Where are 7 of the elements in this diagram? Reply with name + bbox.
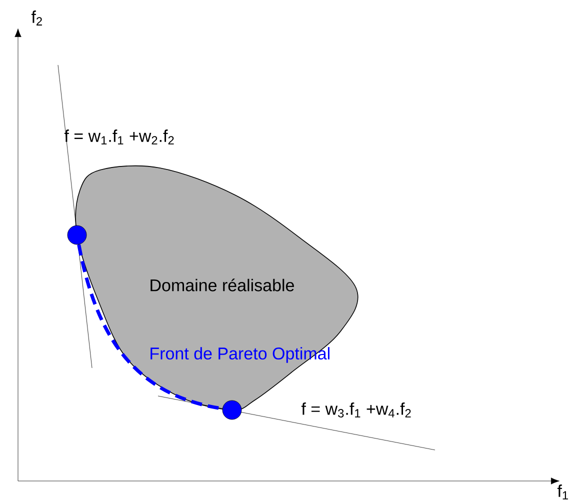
point-marker xyxy=(67,225,87,245)
axis-label: f$_{1}$ xyxy=(557,484,568,500)
point-marker xyxy=(222,400,242,420)
region-label: Domaine réalisable xyxy=(150,278,294,292)
axis-label: f$_{2}$ xyxy=(31,10,42,26)
equation-label: f = w$_{3}$.f$_{1}$ +w$_{4}$.f$_{2}$ xyxy=(301,402,411,418)
equation-label: f = w$_{1}$.f$_{1}$ +w$_{2}$.f$_{2}$ xyxy=(64,130,174,144)
